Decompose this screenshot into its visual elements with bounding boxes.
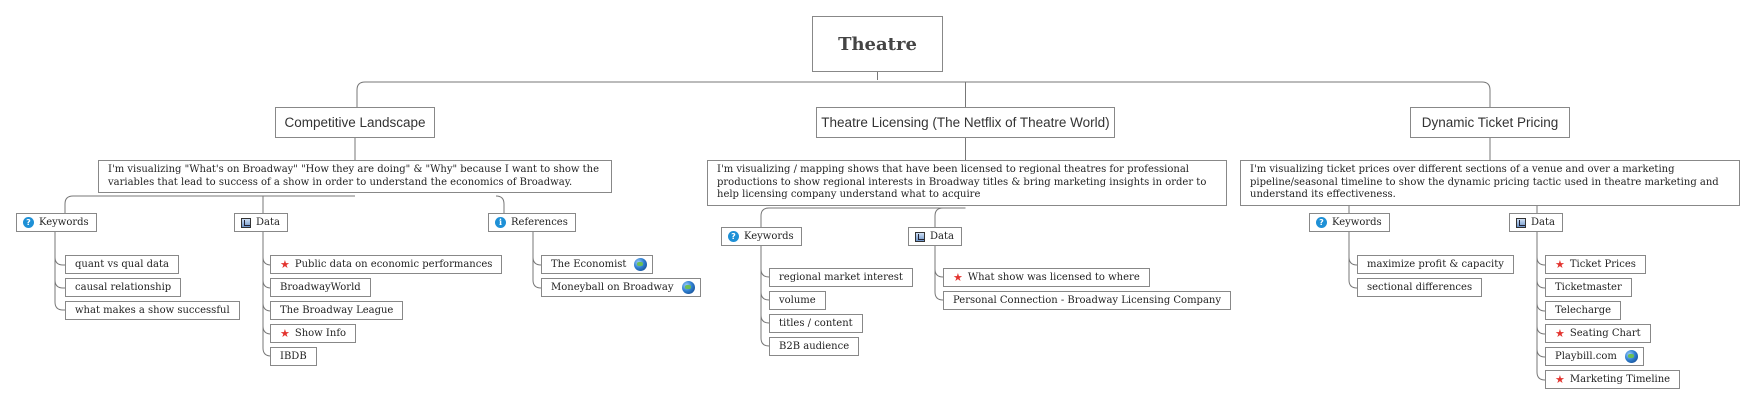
reference-label: The Economist: [551, 259, 627, 270]
data-item[interactable]: Playbill.com: [1545, 347, 1644, 366]
connector-data-2: [934, 246, 944, 301]
star-icon: ★: [280, 327, 290, 340]
help-icon: ?: [23, 217, 34, 228]
keyword-item[interactable]: causal relationship: [65, 278, 182, 297]
category-label: References: [511, 217, 568, 228]
category-keywords[interactable]: ? Keywords: [1309, 213, 1390, 232]
connector-keywords-3: [1348, 232, 1358, 289]
connector-branch-2: [760, 138, 966, 227]
star-icon: ★: [1555, 373, 1565, 386]
help-icon: ?: [728, 231, 739, 242]
data-item-label: Playbill.com: [1555, 351, 1617, 362]
chart-icon: [915, 231, 925, 242]
connector-keywords-2: [760, 246, 770, 347]
data-item[interactable]: IBDB: [270, 347, 317, 366]
star-icon: ★: [953, 271, 963, 284]
data-item-label: Public data on economic performances: [294, 259, 493, 270]
topic-dynamic-ticket-pricing[interactable]: Dynamic Ticket Pricing: [1410, 107, 1570, 138]
category-data[interactable]: Data: [234, 213, 288, 232]
data-item[interactable]: ★ Public data on economic performances: [270, 255, 503, 274]
globe-icon[interactable]: [681, 281, 695, 294]
topic-description[interactable]: I'm visualizing "What's on Broadway" "Ho…: [98, 160, 612, 193]
connector-branch-1: [64, 138, 505, 213]
star-icon: ★: [280, 258, 290, 271]
data-item[interactable]: Telecharge: [1545, 301, 1622, 320]
chart-icon: [241, 217, 251, 228]
keyword-item[interactable]: titles / content: [769, 314, 863, 333]
data-item-label: Ticket Prices: [1569, 259, 1636, 270]
category-label: Data: [1531, 217, 1555, 228]
star-icon: ★: [1555, 258, 1565, 271]
data-item[interactable]: The Broadway League: [270, 301, 404, 320]
root-topic[interactable]: Theatre: [812, 16, 943, 72]
info-icon: i: [495, 217, 506, 228]
data-item-label: Seating Chart: [1569, 328, 1641, 339]
topic-description[interactable]: I'm visualizing ticket prices over diffe…: [1240, 160, 1740, 206]
keyword-item[interactable]: volume: [769, 291, 826, 310]
category-keywords[interactable]: ? Keywords: [16, 213, 97, 232]
topic-competitive-landscape[interactable]: Competitive Landscape: [275, 107, 435, 138]
connector-data-3: [1536, 232, 1546, 381]
globe-icon[interactable]: [634, 258, 648, 271]
category-label: Keywords: [744, 231, 794, 242]
data-item-label: What show was licensed to where: [967, 272, 1140, 283]
data-item-label: Marketing Timeline: [1569, 374, 1671, 385]
connector-root-bus: [356, 72, 1491, 107]
category-references[interactable]: i References: [488, 213, 576, 232]
connector-data-1: [262, 232, 272, 357]
star-icon: ★: [1555, 327, 1565, 340]
keyword-item[interactable]: what makes a show successful: [65, 301, 240, 320]
data-item[interactable]: Personal Connection - Broadway Licensing…: [943, 291, 1232, 310]
data-item[interactable]: ★ Marketing Timeline: [1545, 370, 1681, 389]
keyword-item[interactable]: quant vs qual data: [65, 255, 179, 274]
category-label: Data: [930, 231, 954, 242]
help-icon: ?: [1316, 217, 1327, 228]
category-label: Keywords: [39, 217, 89, 228]
data-item[interactable]: ★ What show was licensed to where: [943, 268, 1150, 287]
data-item-label: Show Info: [294, 328, 347, 339]
reference-label: Moneyball on Broadway: [551, 282, 674, 293]
globe-icon[interactable]: [1624, 350, 1638, 363]
connector-keywords-1: [54, 232, 65, 311]
reference-item[interactable]: Moneyball on Broadway: [541, 278, 701, 297]
chart-icon: [1516, 217, 1526, 228]
category-label: Data: [256, 217, 280, 228]
keyword-item[interactable]: B2B audience: [769, 337, 860, 356]
topic-description[interactable]: I'm visualizing / mapping shows that hav…: [707, 160, 1227, 206]
data-item[interactable]: ★ Seating Chart: [1545, 324, 1651, 343]
category-data[interactable]: Data: [1509, 213, 1563, 232]
reference-item[interactable]: The Economist: [541, 255, 654, 274]
category-data[interactable]: Data: [908, 227, 962, 246]
keyword-item[interactable]: regional market interest: [769, 268, 913, 287]
category-keywords[interactable]: ? Keywords: [721, 227, 802, 246]
category-label: Keywords: [1332, 217, 1382, 228]
topic-theatre-licensing[interactable]: Theatre Licensing (The Netflix of Theatr…: [816, 107, 1115, 138]
data-item[interactable]: BroadwayWorld: [270, 278, 371, 297]
data-item[interactable]: ★ Ticket Prices: [1545, 255, 1646, 274]
data-item[interactable]: ★ Show Info: [270, 324, 357, 343]
connector-references-1: [532, 232, 542, 289]
keyword-item[interactable]: sectional differences: [1357, 278, 1483, 297]
data-item[interactable]: Ticketmaster: [1545, 278, 1632, 297]
keyword-item[interactable]: maximize profit & capacity: [1357, 255, 1514, 274]
